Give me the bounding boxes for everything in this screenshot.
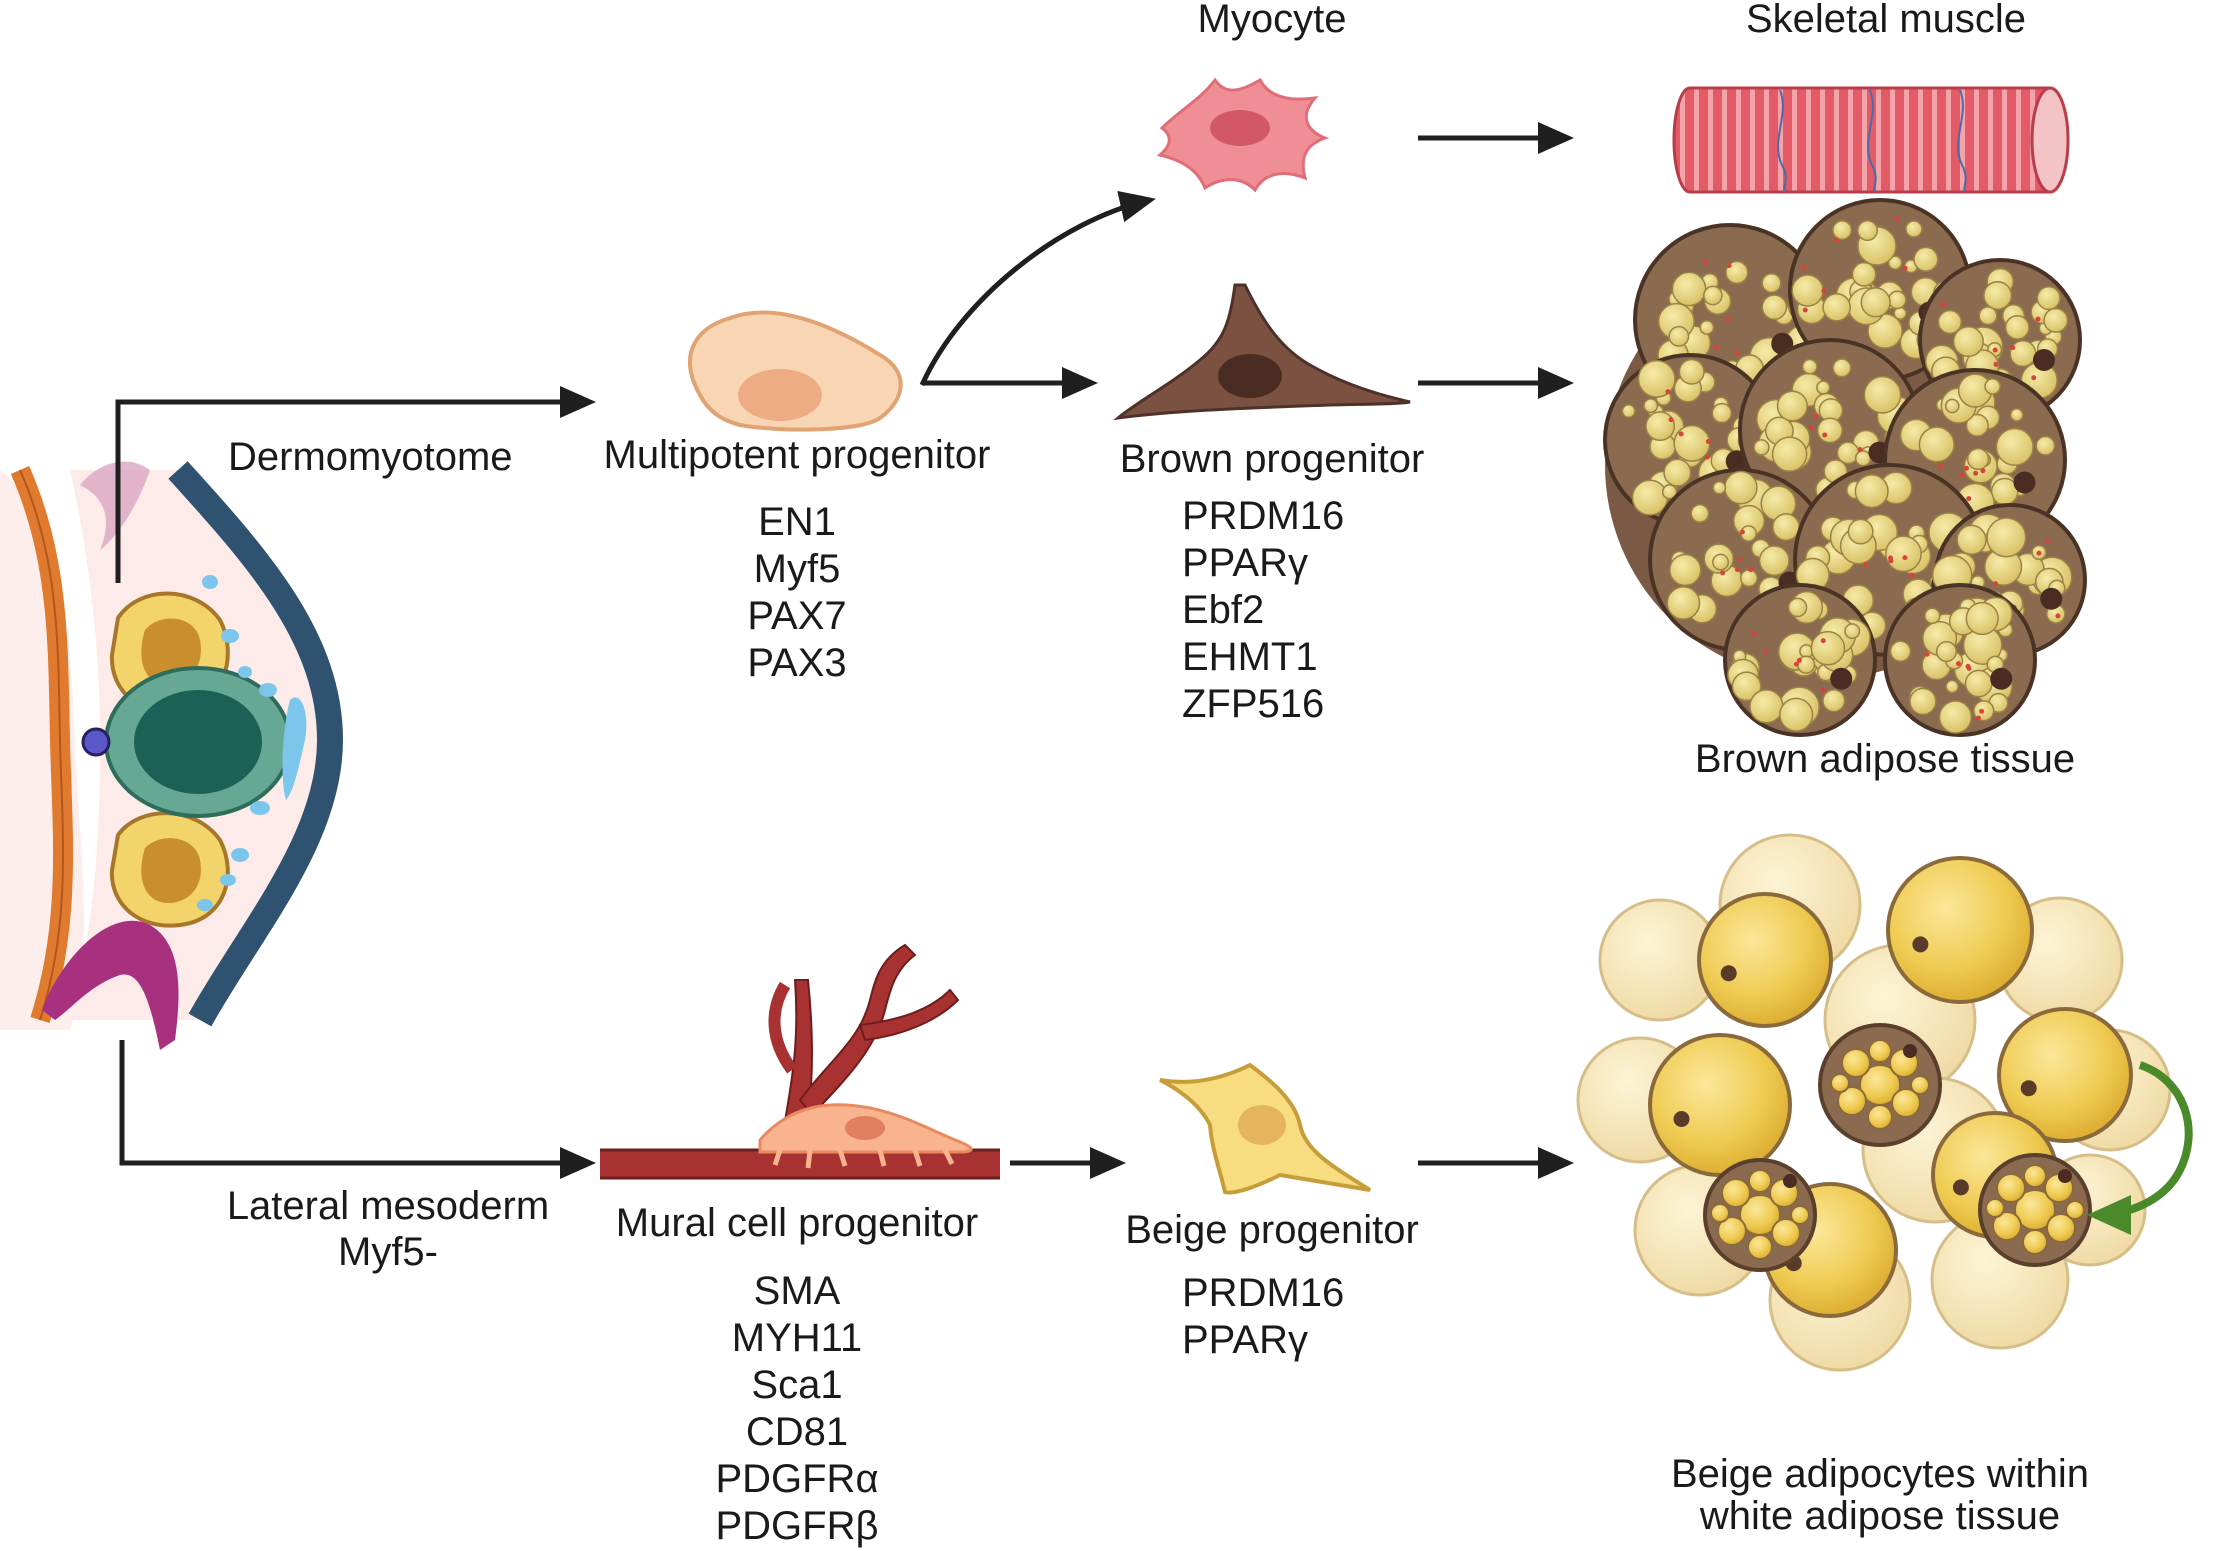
mural-marker-list: SMA MYH11 Sca1 CD81 PDGFRα PDGFRβ [715,1268,878,1550]
multipotent-marker-list: EN1 Myf5 PAX7 PAX3 [747,499,846,687]
brown-adipocyte [1883,583,2037,737]
white-adipocyte [1648,1033,1792,1177]
brown-adipose-tissue-label: Brown adipose tissue [1694,737,2076,781]
nucleus [1720,965,1737,982]
beige-progenitor-cell [1159,1062,1372,1195]
embryo-somite-illustration [0,461,344,1050]
multipotent-progenitor-label: Multipotent progenitor [603,433,991,477]
marker-item: PAX7 [747,594,847,638]
marker-item: EHMT1 [1182,635,1318,679]
lineage-arrows [115,122,1574,1179]
marker-item: SMA [753,1269,841,1313]
dermomyotome-label: Dermomyotome [228,435,513,479]
marker-item: Sca1 [751,1363,843,1407]
marker-item: PAX3 [747,641,847,685]
marker-item: PPARγ [1182,1318,1308,1362]
brown-adipocyte [1648,468,1832,652]
brown-adipose-tissue-image [1603,198,2087,737]
marker-item: PDGFRβ [715,1504,879,1548]
beige-adipocyte [1703,1158,1817,1272]
white-adipocyte [1886,856,2034,1004]
marker-item: Myf5 [753,547,841,591]
beige-tissue-label-line1: Beige adipocytes within [1670,1452,2090,1496]
nucleus [1673,1111,1690,1127]
beige-white-adipose-tissue-image [1576,833,2193,1372]
myocyte-label: Myocyte [1197,0,1347,41]
skeletal-muscle-fiber [1672,86,2070,194]
marker-item: MYH11 [731,1316,863,1360]
lateral-mesoderm-label: Lateral mesoderm [226,1184,550,1228]
marker-item: CD81 [745,1410,849,1454]
marker-item: Ebf2 [1182,588,1265,632]
lateral-mesoderm-marker: Myf5- [338,1230,438,1274]
multipotent-progenitor-cell [688,310,903,432]
marker-item: EN1 [758,500,836,544]
brown-marker-list: PRDM16 PPARγ Ebf2 EHMT1 ZFP516 [1182,493,1344,728]
nucleus [1912,936,1929,953]
beige-adipocyte [1978,1153,2092,1267]
beige-marker-list: PRDM16 PPARγ [1182,1270,1344,1364]
marker-item: PRDM16 [1182,1271,1345,1315]
marker-item: ZFP516 [1182,682,1325,726]
marker-item: PRDM16 [1182,494,1345,538]
brown-progenitor-cell [1112,283,1411,421]
nucleus [2020,1080,2037,1097]
skeletal-muscle-label: Skeletal muscle [1745,0,2027,41]
white-adipocyte [1997,1007,2133,1143]
mural-cell-progenitor-label: Mural cell progenitor [615,1201,979,1245]
marker-item: PDGFRα [715,1457,879,1501]
nucleus [1952,1179,1969,1196]
beige-adipocyte [1818,1023,1942,1147]
beige-tissue-label-line2: white adipose tissue [1699,1494,2061,1538]
myocyte-cell [1156,77,1330,193]
marker-item: PPARγ [1182,541,1308,585]
beige-progenitor-label: Beige progenitor [1125,1208,1419,1252]
white-adipocyte [1697,892,1833,1028]
brown-progenitor-label: Brown progenitor [1119,437,1425,481]
blood-vessel-with-mural-cell [600,943,1000,1180]
brown-adipocyte [1723,583,1877,737]
